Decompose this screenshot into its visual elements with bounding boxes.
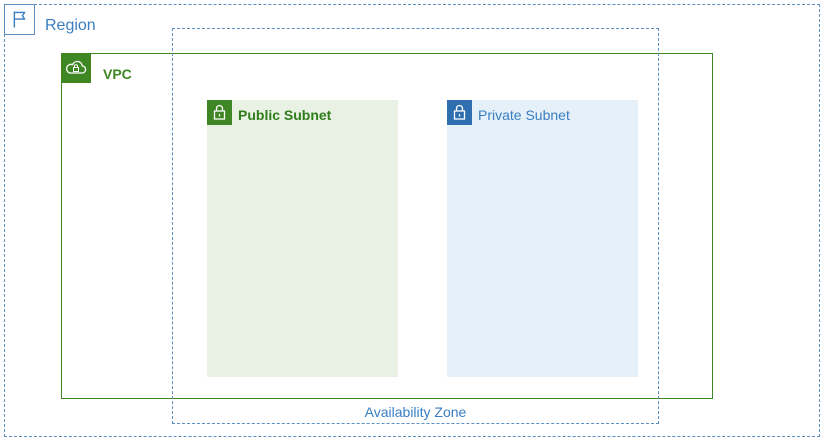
availability-zone-group (172, 28, 659, 424)
private-subnet-group (447, 100, 638, 377)
public-subnet-group (207, 100, 398, 377)
vpc-group (61, 53, 713, 399)
region-label: Region (45, 17, 96, 34)
lock-icon (447, 100, 472, 125)
availability-zone-label: Availability Zone (364, 404, 467, 420)
cloud-lock-icon (61, 53, 91, 83)
public-subnet-label: Public Subnet (238, 107, 332, 123)
vpc-label: VPC (103, 66, 132, 82)
flag-icon (4, 4, 35, 35)
lock-icon (207, 100, 232, 125)
region-group (4, 4, 820, 437)
private-subnet-label: Private Subnet (478, 107, 570, 123)
